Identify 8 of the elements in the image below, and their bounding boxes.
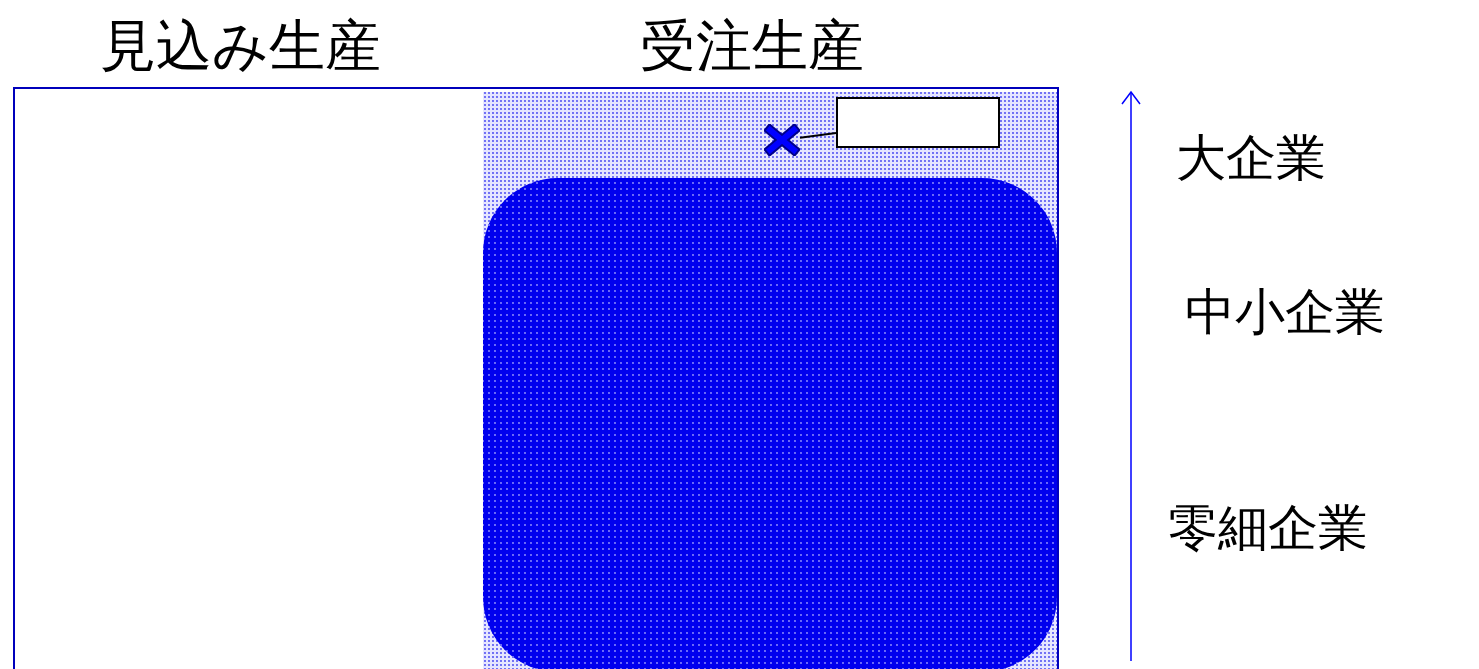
axis-level-label: 零細企業 (1168, 503, 1368, 553)
cross-marker (764, 124, 800, 156)
leader-line (799, 132, 837, 139)
axis-level-label: 大企業 (1176, 133, 1326, 183)
callout-box (836, 97, 1000, 148)
axis-level-label: 中小企業 (1185, 287, 1385, 337)
column-heading: 見込み生産 (100, 18, 381, 74)
column-heading: 受注生産 (640, 18, 864, 74)
